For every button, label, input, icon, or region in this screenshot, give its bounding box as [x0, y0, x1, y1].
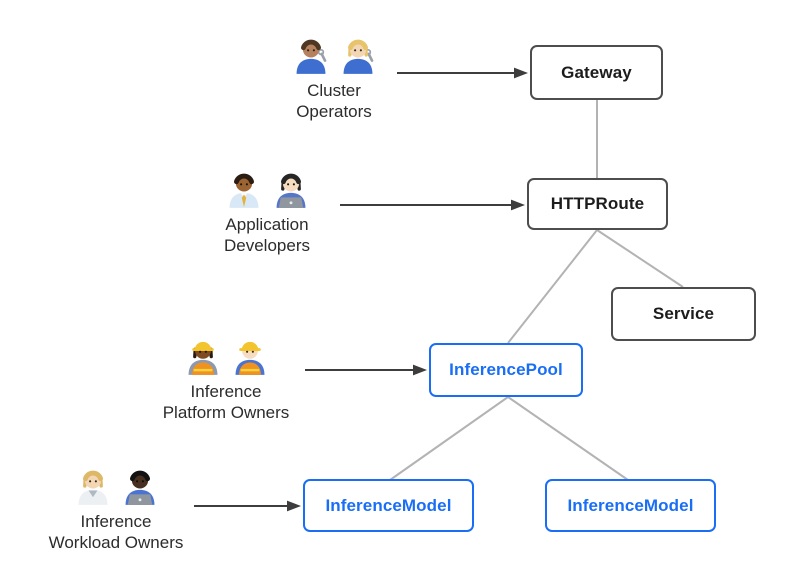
arrowhead-inferencemodel: [287, 500, 301, 512]
persona-inference-platform-owners: Inference Platform Owners: [126, 336, 326, 423]
inference-platform-owners-label: Inference Platform Owners: [163, 381, 290, 423]
node-httproute: HTTPRoute: [527, 178, 668, 230]
inference-workload-owners-emoji: [73, 466, 160, 506]
edge-httproute-service: [596, 229, 684, 288]
cluster-operators-label: Cluster Operators: [296, 80, 372, 122]
edge-inferencepool-inferencemodel-right: [507, 396, 629, 481]
label-line-1: Inference: [190, 382, 262, 401]
cluster-operators-emoji: [291, 35, 378, 75]
edge-inferencepool-inferencemodel-left: [389, 396, 509, 481]
arrowhead-gateway: [514, 67, 528, 79]
health-worker-icon: [78, 470, 107, 505]
label-line-2: Workload Owners: [48, 533, 184, 552]
arrowhead-inferencepool: [413, 364, 427, 376]
man-technologist-icon: [125, 470, 154, 505]
label-line-2: Developers: [224, 236, 310, 255]
man-mechanic-icon: [296, 39, 326, 74]
woman-mechanic-icon: [343, 39, 373, 74]
inference-platform-owners-emoji: [183, 336, 270, 376]
application-developers-emoji: [224, 169, 311, 209]
node-inferencemodel-left-label: InferenceModel: [325, 495, 452, 515]
node-inferencemodel-left: InferenceModel: [303, 479, 474, 532]
node-inferencemodel-right: InferenceModel: [545, 479, 716, 532]
persona-inference-workload-owners: Inference Workload Owners: [16, 466, 216, 553]
arrowhead-httproute: [511, 199, 525, 211]
label-line-2: Operators: [296, 102, 372, 121]
node-inferencemodel-right-label: InferenceModel: [567, 495, 694, 515]
woman-technologist-icon: [276, 173, 305, 208]
node-inferencepool-label: InferencePool: [449, 360, 563, 379]
node-service: Service: [611, 287, 756, 341]
label-line-1: Cluster: [307, 81, 361, 100]
node-inferencepool: InferencePool: [429, 343, 583, 397]
label-line-1: Inference: [80, 512, 152, 531]
man-office-worker-icon: [229, 173, 258, 208]
man-construction-worker-icon: [235, 341, 264, 375]
inference-workload-owners-label: Inference Workload Owners: [49, 511, 184, 553]
edge-httproute-inferencepool: [507, 229, 598, 344]
node-service-label: Service: [652, 304, 715, 323]
persona-cluster-operators: Cluster Operators: [234, 35, 434, 122]
label-line-2: Platform Owners: [162, 403, 290, 422]
application-developers-label: Application Developers: [224, 214, 310, 256]
label-line-1: Application: [225, 215, 309, 234]
node-gateway: Gateway: [530, 45, 663, 100]
node-httproute-label: HTTPRoute: [550, 194, 645, 213]
node-gateway-label: Gateway: [561, 62, 632, 82]
persona-application-developers: Application Developers: [167, 169, 367, 256]
woman-construction-worker-icon: [188, 341, 217, 375]
